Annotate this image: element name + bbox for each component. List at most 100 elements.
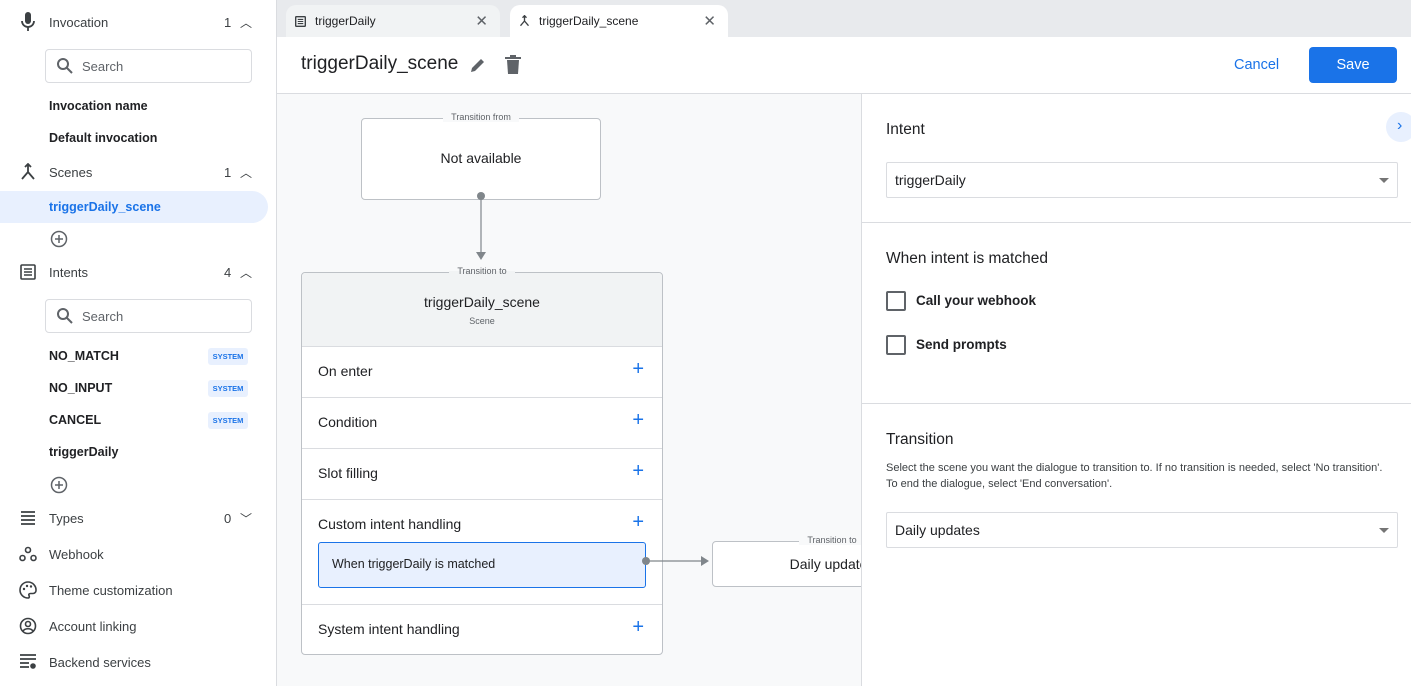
- add-icon[interactable]: +: [632, 409, 644, 431]
- divider: [862, 403, 1411, 404]
- add-icon[interactable]: +: [632, 358, 644, 380]
- count: 1: [224, 164, 232, 180]
- sidebar-label: Invocation: [49, 14, 109, 30]
- checkbox-label: Call your webhook: [916, 293, 1037, 308]
- chevron-up-icon[interactable]: ︿: [240, 265, 253, 280]
- tab-label: triggerDaily: [315, 14, 376, 28]
- row-condition[interactable]: Condition +: [302, 397, 662, 448]
- account-circle-icon: [18, 616, 38, 636]
- scene-merge-icon: [519, 15, 530, 27]
- select-value: Daily updates: [895, 522, 980, 538]
- legend: Transition to: [713, 535, 861, 545]
- count: 1: [224, 14, 232, 30]
- sidebar-label: Theme customization: [49, 582, 173, 598]
- select-value: triggerDaily: [895, 172, 966, 188]
- legend: Transition from: [362, 112, 600, 122]
- sidebar: Invocation 1 ︿ Search Invocation name De…: [0, 0, 277, 686]
- scene-merge-icon: [18, 162, 38, 182]
- intents-search-input[interactable]: Search: [45, 299, 252, 333]
- connector-arrow: [476, 192, 486, 260]
- types-list-icon: [18, 508, 38, 528]
- tab-label: triggerDaily_scene: [539, 14, 639, 28]
- invocation-search-input[interactable]: Search: [45, 49, 252, 83]
- sidebar-label: Types: [49, 510, 84, 526]
- search-icon: [57, 58, 73, 74]
- sidebar-section-types[interactable]: Types 0 ﹀: [0, 504, 276, 532]
- tab-triggerdaily-scene[interactable]: triggerDaily_scene ✕: [510, 5, 728, 37]
- transition-heading: Transition: [886, 431, 954, 448]
- row-system-intent-handling[interactable]: System intent handling+: [302, 604, 662, 655]
- transition-target-box[interactable]: Transition to Daily updates: [712, 535, 861, 587]
- add-icon[interactable]: +: [632, 511, 644, 533]
- edit-pencil-icon[interactable]: [469, 56, 487, 74]
- scene-subtitle: Scene: [469, 316, 495, 326]
- close-icon[interactable]: ✕: [475, 13, 488, 30]
- matched-heading: When intent is matched: [886, 250, 1048, 267]
- sidebar-label: Account linking: [49, 618, 137, 634]
- intent-heading: Intent: [886, 121, 925, 138]
- sidebar-item-scene-selected[interactable]: triggerDaily_scene: [0, 191, 268, 223]
- add-scene-icon[interactable]: [50, 230, 68, 248]
- save-button[interactable]: Save: [1309, 47, 1397, 83]
- page-title: triggerDaily_scene: [301, 53, 459, 74]
- chevron-down-icon[interactable]: ﹀: [240, 511, 253, 526]
- transition-select[interactable]: Daily updates: [886, 512, 1398, 548]
- legend-text: Transition from: [443, 112, 519, 122]
- sidebar-item-backend-services[interactable]: Backend services: [0, 648, 276, 676]
- scene-box: Transition to triggerDaily_scene Scene O…: [301, 266, 663, 655]
- intent-list-icon: [18, 262, 38, 282]
- add-icon[interactable]: +: [632, 616, 644, 638]
- palette-icon: [18, 580, 38, 600]
- sidebar-item-intent[interactable]: CANCEL: [49, 413, 102, 427]
- row-slot-filling[interactable]: Slot filling +: [302, 448, 662, 499]
- cancel-button[interactable]: Cancel: [1234, 57, 1280, 73]
- sidebar-item-intent[interactable]: NO_INPUT: [49, 381, 113, 395]
- sidebar-item-intent[interactable]: triggerDaily: [49, 445, 119, 459]
- intent-select[interactable]: triggerDaily: [886, 162, 1398, 198]
- row-label: Slot filling: [318, 465, 378, 481]
- checkbox-label: Send prompts: [916, 337, 1007, 352]
- divider: [862, 222, 1411, 223]
- chevron-up-icon[interactable]: ︿: [240, 165, 253, 180]
- row-custom-intent-handling[interactable]: Custom intent handling+ When triggerDail…: [302, 499, 662, 604]
- sidebar-section-scenes[interactable]: Scenes 1 ︿: [0, 158, 276, 186]
- webhook-icon: [18, 544, 38, 564]
- sidebar-section-intents[interactable]: Intents 4 ︿: [0, 258, 276, 286]
- sidebar-section-invocation[interactable]: Invocation 1 ︿: [0, 8, 276, 36]
- tab-bar: triggerDaily ✕ triggerDaily_scene ✕: [277, 0, 1411, 37]
- connector-arrow: [642, 556, 709, 566]
- scene-box-header: [302, 273, 662, 346]
- sidebar-item-invocation-name[interactable]: Invocation name: [49, 99, 148, 113]
- dropdown-arrow-icon: [1379, 528, 1389, 533]
- row-label: On enter: [318, 363, 373, 379]
- close-icon[interactable]: ✕: [703, 13, 716, 30]
- intent-details-panel: › Intent triggerDaily When intent is mat…: [861, 94, 1411, 686]
- intent-list-icon: [295, 15, 306, 27]
- scene-canvas: Transition from Not available Transition…: [277, 94, 861, 686]
- microphone-icon: [18, 12, 38, 32]
- call-webhook-checkbox[interactable]: [886, 291, 906, 311]
- add-intent-icon[interactable]: [50, 476, 68, 494]
- sidebar-item-account-linking[interactable]: Account linking: [0, 612, 276, 640]
- sidebar-item-theme[interactable]: Theme customization: [0, 576, 276, 604]
- system-badge: SYSTEM: [208, 348, 248, 365]
- backend-settings-icon: [18, 652, 38, 672]
- tab-triggerdaily[interactable]: triggerDaily ✕: [286, 5, 500, 37]
- send-prompts-checkbox[interactable]: [886, 335, 906, 355]
- scene-label: triggerDaily_scene: [49, 200, 161, 214]
- row-on-enter[interactable]: On enter +: [302, 346, 662, 397]
- collapse-panel-chevron-icon[interactable]: ›: [1386, 112, 1411, 142]
- page-header: triggerDaily_scene Cancel Save: [277, 37, 1411, 94]
- count: 0: [224, 510, 232, 526]
- delete-trash-icon[interactable]: [505, 55, 521, 74]
- sidebar-item-default-invocation[interactable]: Default invocation: [49, 131, 158, 145]
- sidebar-item-intent[interactable]: NO_MATCH: [49, 349, 119, 363]
- legend-text: Transition to: [799, 535, 861, 545]
- sidebar-item-webhook[interactable]: Webhook: [0, 540, 276, 568]
- scene-title: triggerDaily_scene: [424, 294, 540, 310]
- intent-handler-item[interactable]: When triggerDaily is matched: [318, 542, 646, 588]
- dropdown-arrow-icon: [1379, 178, 1389, 183]
- chevron-up-icon[interactable]: ︿: [240, 15, 253, 30]
- row-label: Condition: [318, 414, 378, 430]
- add-icon[interactable]: +: [632, 460, 644, 482]
